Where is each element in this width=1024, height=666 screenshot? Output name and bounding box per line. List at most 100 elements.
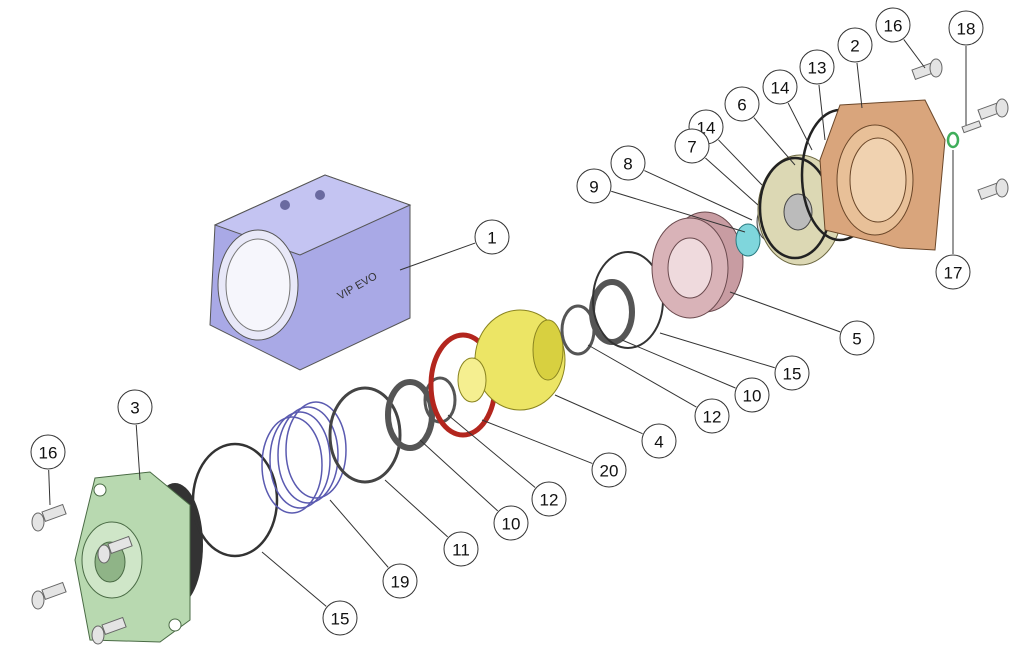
callout-16: 16 — [30, 434, 66, 506]
leader-line — [261, 551, 327, 607]
callout-number: 18 — [957, 20, 976, 39]
callout-12: 12 — [587, 344, 730, 434]
callout-circle — [724, 86, 760, 122]
callout-number: 8 — [623, 155, 632, 174]
callout-number: 13 — [808, 59, 827, 78]
callout-circle — [474, 219, 510, 255]
callout-number: 6 — [737, 96, 746, 115]
screws-right-part-16 — [911, 58, 1009, 201]
callout-number: 11 — [452, 541, 470, 560]
callout-9: 9 — [576, 168, 746, 233]
callout-20: 20 — [481, 419, 627, 488]
callout-circle — [30, 434, 66, 470]
ring-part-11 — [328, 386, 402, 484]
leader-line — [621, 339, 736, 389]
callout-17: 17 — [935, 150, 971, 290]
leader-line — [818, 84, 826, 141]
callout-10: 10 — [419, 439, 529, 541]
leader-line — [329, 499, 389, 568]
leader-line — [399, 242, 476, 271]
leader-line — [135, 424, 141, 481]
callout-4: 4 — [554, 394, 677, 459]
o-ring-part-17 — [946, 131, 960, 149]
callout-15: 15 — [261, 551, 358, 636]
end-cover-right-part-2 — [819, 99, 946, 251]
callout-circle — [493, 505, 529, 541]
callout-number: 17 — [944, 264, 963, 283]
callout-circle — [839, 320, 875, 356]
callout-number: 4 — [654, 433, 663, 452]
leader-line — [718, 139, 763, 186]
callout-circle — [610, 145, 646, 181]
callout-circle — [531, 481, 567, 517]
callout-8: 8 — [610, 145, 753, 221]
callout-14: 14 — [762, 69, 813, 151]
callout-circle — [799, 49, 835, 85]
leader-line — [48, 469, 51, 506]
leader-line — [587, 344, 697, 408]
callout-circle — [322, 600, 358, 636]
callout-circle — [591, 452, 627, 488]
leader-line — [659, 332, 775, 369]
callout-circle — [674, 128, 710, 164]
leader-line — [481, 419, 593, 464]
leader-line — [384, 479, 449, 538]
cap-part-9 — [735, 223, 761, 257]
callout-circle — [576, 168, 612, 204]
callout-number: 12 — [540, 491, 559, 510]
callout-circle — [734, 377, 770, 413]
leader-line — [644, 170, 753, 221]
callout-number: 1 — [487, 229, 496, 248]
piston-part-4 — [457, 309, 566, 411]
callout-2: 2 — [837, 27, 873, 109]
leader-line — [729, 291, 841, 333]
cylinder-body-part-1: VIP EVO — [209, 174, 412, 371]
leader-line — [419, 439, 499, 512]
callout-number: 16 — [884, 17, 903, 36]
callout-15: 15 — [659, 332, 810, 391]
leader-line — [611, 190, 746, 233]
leader-line — [554, 394, 643, 435]
callout-circle — [762, 69, 798, 105]
callout-13: 13 — [799, 49, 835, 141]
callout-7: 7 — [674, 128, 759, 206]
callout-10: 10 — [621, 339, 770, 413]
spring-part-19 — [261, 401, 347, 514]
callout-number: 9 — [589, 178, 598, 197]
leader-line — [705, 157, 759, 206]
callout-circle — [443, 531, 479, 567]
seal-part-10 — [385, 379, 435, 451]
seal-part-10b — [589, 279, 635, 345]
callout-3: 3 — [117, 389, 153, 481]
callout-16: 16 — [875, 7, 926, 69]
o-ring-part-15 — [191, 442, 279, 558]
callout-circle — [935, 254, 971, 290]
callout-number: 16 — [39, 444, 58, 463]
leader-line — [903, 39, 926, 69]
callout-number: 19 — [391, 573, 410, 592]
callout-18: 18 — [948, 10, 984, 125]
leader-line — [753, 117, 796, 166]
callout-circle — [641, 423, 677, 459]
leader-line — [787, 102, 813, 151]
callout-circle — [117, 389, 153, 425]
callout-number: 3 — [130, 399, 139, 418]
callout-number: 20 — [600, 462, 619, 481]
plate-part-6 — [757, 154, 843, 266]
callout-number: 12 — [703, 408, 722, 427]
leader-line — [447, 414, 536, 488]
callout-19: 19 — [329, 499, 418, 599]
callout-circle — [948, 10, 984, 46]
callout-6: 6 — [724, 86, 796, 166]
callout-5: 5 — [729, 291, 875, 356]
guide-part-5 — [651, 211, 744, 319]
callout-number: 15 — [331, 610, 350, 629]
callout-11: 11 — [384, 479, 479, 567]
callout-circle — [694, 398, 730, 434]
callout-number: 5 — [852, 330, 861, 349]
callout-circle — [774, 355, 810, 391]
leader-line — [856, 62, 863, 109]
callout-1: 1 — [399, 219, 510, 271]
